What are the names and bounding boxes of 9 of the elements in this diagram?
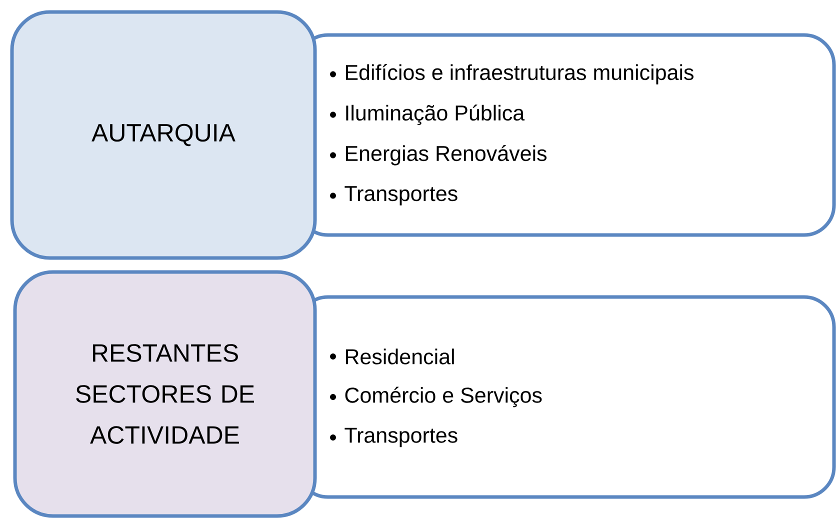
list-item: Energias Renováveis <box>346 145 547 166</box>
category-box: RESTANTES SECTORES DE ACTIVIDADE <box>13 270 317 518</box>
list-item: Comércio e Serviços <box>345 386 542 408</box>
list-item: Edifícios e infraestruturas municipais <box>346 64 694 84</box>
list-item: Transportes <box>344 428 458 448</box>
list-item: Residencial <box>346 348 454 364</box>
list-item: Iluminação Pública <box>346 104 525 125</box>
list-item: Transportes <box>344 186 458 206</box>
category-box: AUTARQUIA <box>10 10 317 260</box>
